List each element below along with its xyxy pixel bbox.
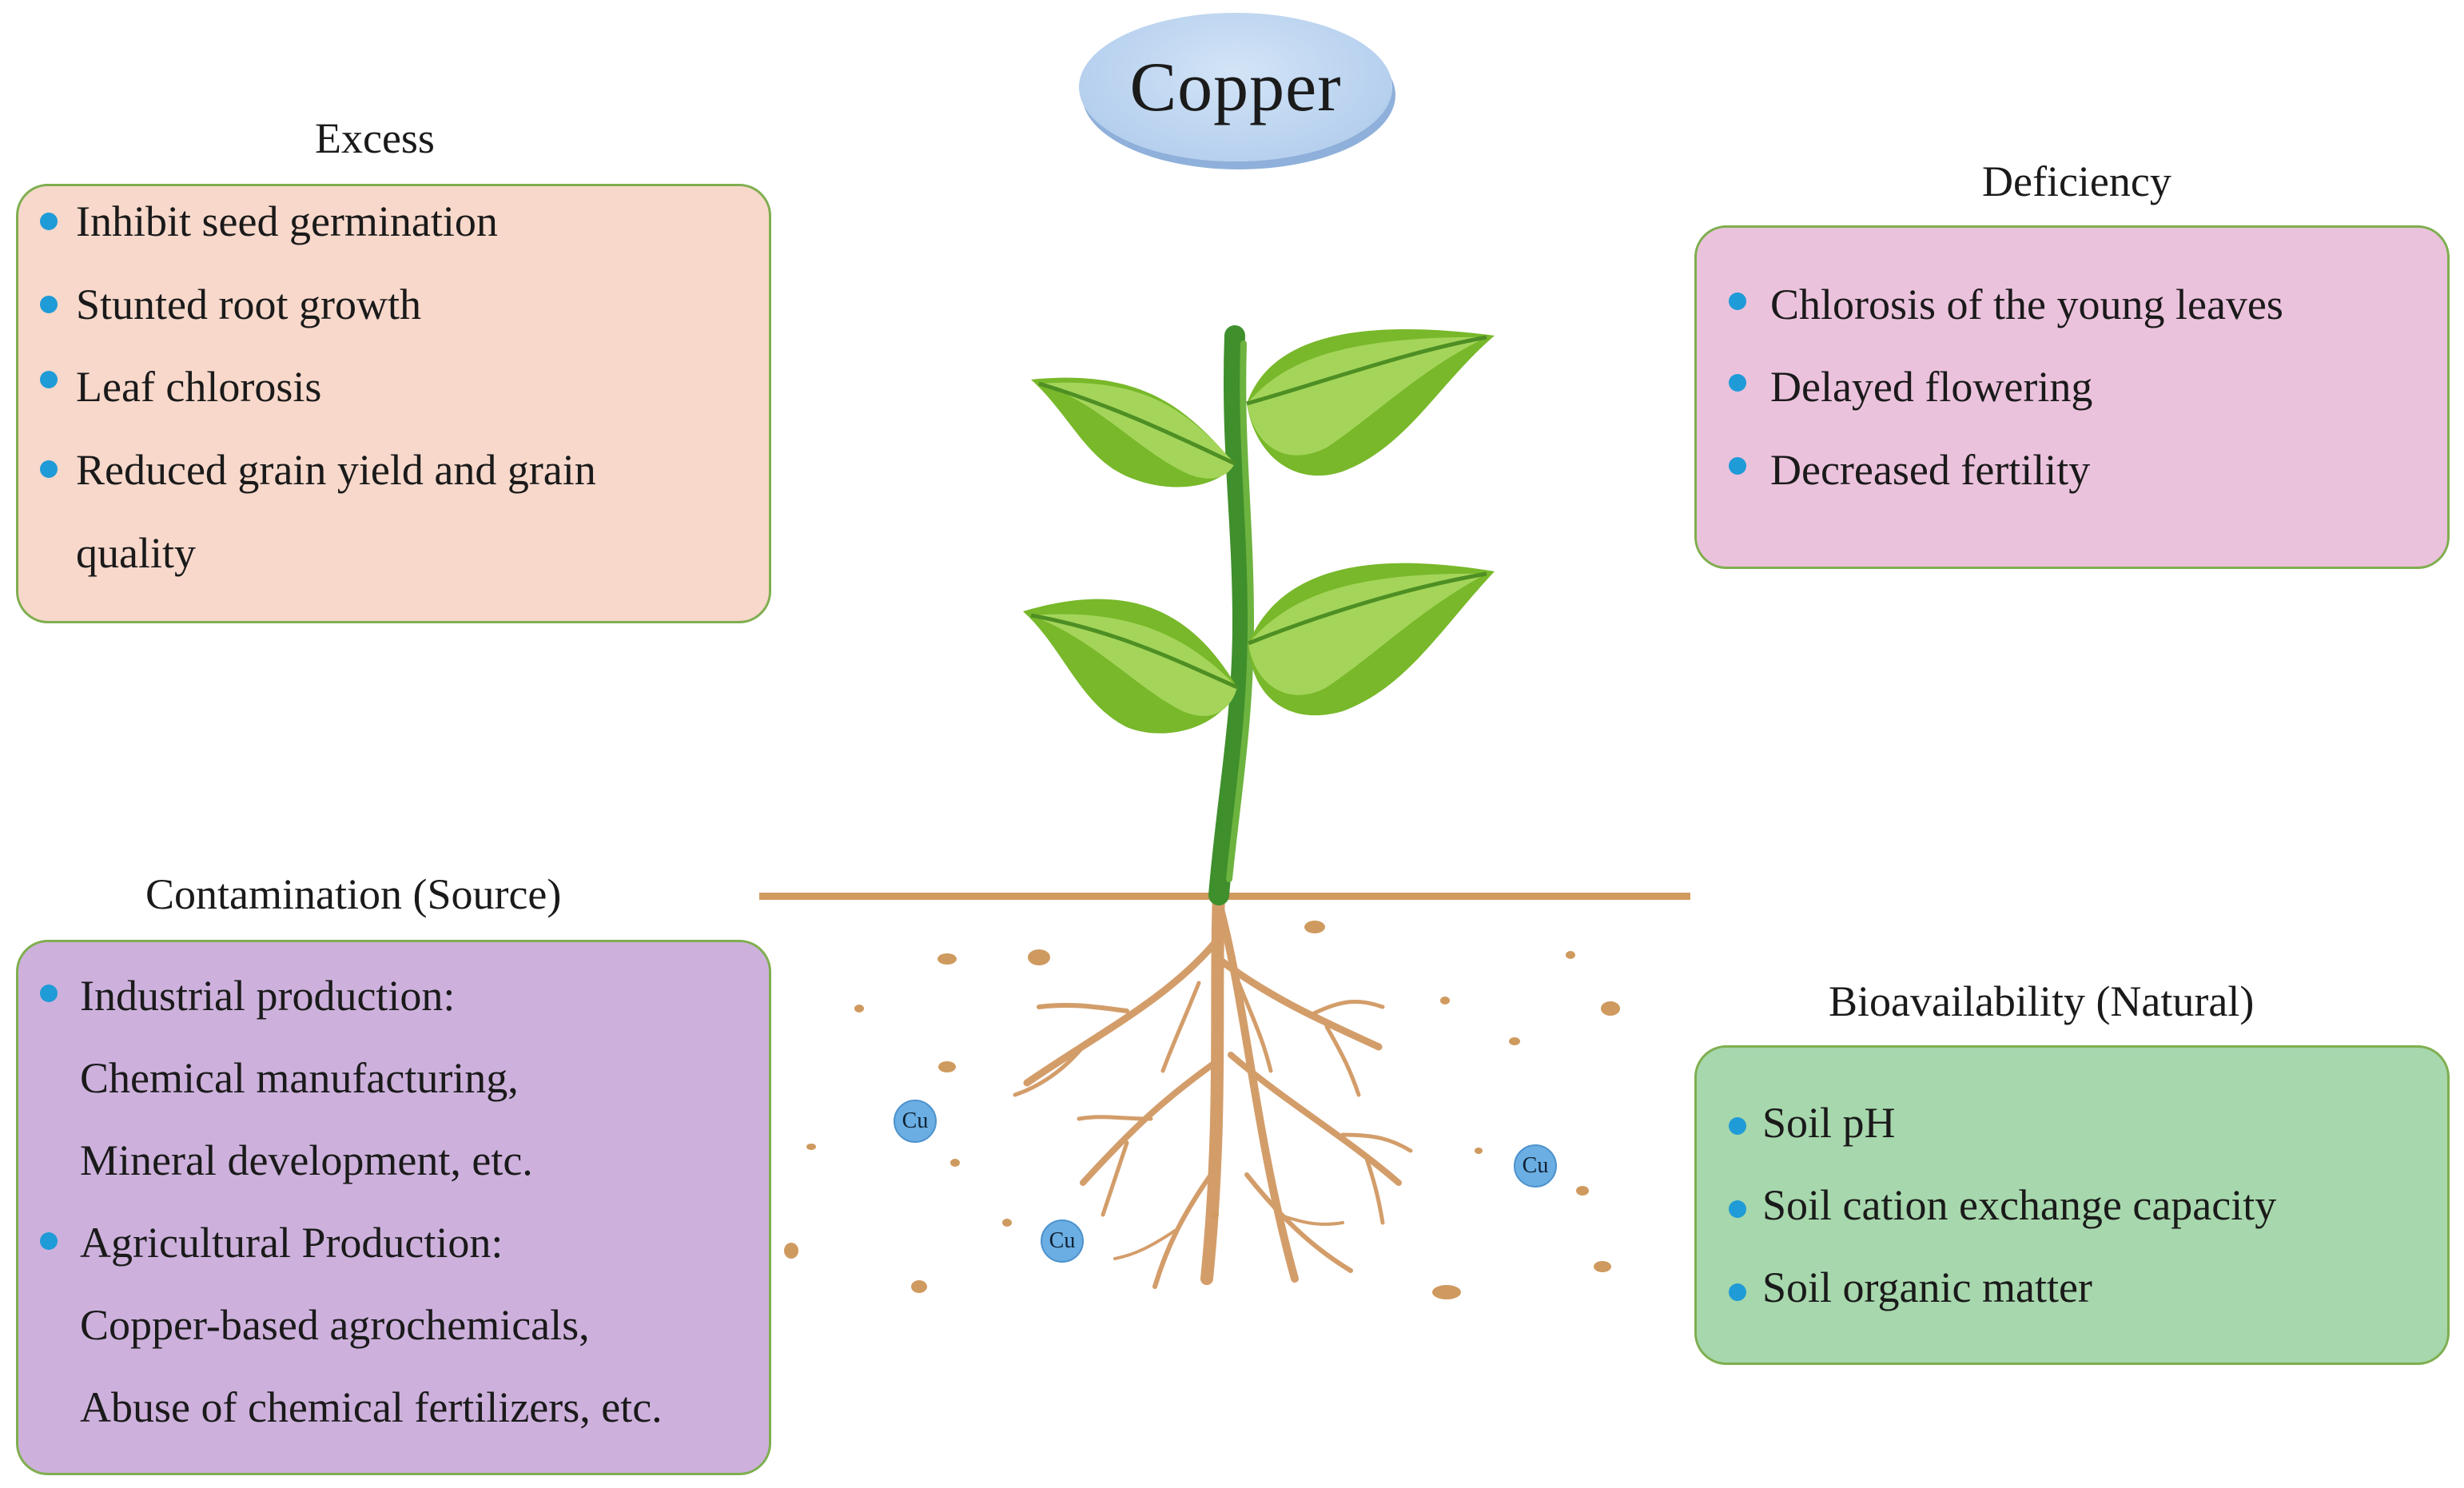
bioavailability-box: [1694, 1045, 2450, 1365]
contamination-item: Industrial production:: [80, 972, 456, 1020]
contamination-item: Copper-based agrochemicals,: [80, 1301, 590, 1349]
excess-item: Reduced grain yield and grain: [76, 446, 596, 494]
stem-highlight: [1226, 340, 1255, 882]
deficiency-item: Delayed flowering: [1770, 363, 2093, 411]
bullet-dot-icon: [40, 371, 58, 388]
deficiency-item: Chlorosis of the young leaves: [1770, 280, 2283, 328]
deficiency-heading: Deficiency: [1982, 157, 2171, 205]
contamination-heading: Contamination (Source): [145, 870, 562, 918]
bullet-dot-icon: [40, 213, 58, 230]
lower-right-leaf: [1248, 563, 1495, 716]
contamination-item: Abuse of chemical fertilizers, etc.: [80, 1383, 663, 1431]
contamination-box: [16, 940, 771, 1475]
copper-particle-icon: Cu: [894, 1100, 937, 1143]
contamination-item: Agricultural Production:: [80, 1219, 504, 1267]
deficiency-box: [1694, 225, 2450, 569]
bioavailability-item: Soil cation exchange capacity: [1762, 1181, 2277, 1229]
upper-left-leaf: [1031, 377, 1236, 487]
stem: [1208, 325, 1254, 905]
copper-particle-icon: Cu: [1041, 1219, 1084, 1263]
excess-item: Stunted root growth: [76, 280, 421, 328]
lower-left-leaf: [1023, 599, 1239, 734]
bullet-dot-icon: [1729, 292, 1746, 310]
excess-item: Leaf chlorosis: [76, 363, 322, 411]
soil-specks: [784, 921, 1620, 1299]
excess-box: [16, 184, 771, 623]
bullet-dot-icon: [1729, 1283, 1746, 1301]
bioavailability-heading: Bioavailability (Natural): [1829, 977, 2255, 1025]
deficiency-item: Decreased fertility: [1770, 446, 2091, 494]
roots: [1013, 889, 1413, 1289]
excess-heading: Excess: [315, 114, 435, 162]
bullet-dot-icon: [1729, 374, 1746, 392]
contamination-item: Mineral development, etc.: [80, 1136, 533, 1184]
bullet-dot-icon: [40, 460, 58, 478]
bullet-dot-icon: [1729, 457, 1746, 475]
bullet-dot-icon: [40, 296, 58, 313]
bullet-dot-icon: [40, 1232, 58, 1250]
bullet-dot-icon: [1729, 1200, 1746, 1218]
bioavailability-item: Soil organic matter: [1762, 1263, 2092, 1311]
upper-right-leaf: [1246, 328, 1495, 476]
bullet-dot-icon: [40, 985, 58, 1002]
bullet-dot-icon: [1729, 1117, 1746, 1135]
excess-item: Inhibit seed germination: [76, 197, 498, 245]
copper-particle-icon: Cu: [1514, 1144, 1557, 1188]
bioavailability-item: Soil pH: [1762, 1099, 1896, 1147]
diagram-title: Copper: [1129, 48, 1342, 126]
excess-item-continuation: quality: [76, 529, 196, 577]
title-ellipse: Copper: [1079, 13, 1392, 161]
contamination-item: Chemical manufacturing,: [80, 1054, 519, 1102]
